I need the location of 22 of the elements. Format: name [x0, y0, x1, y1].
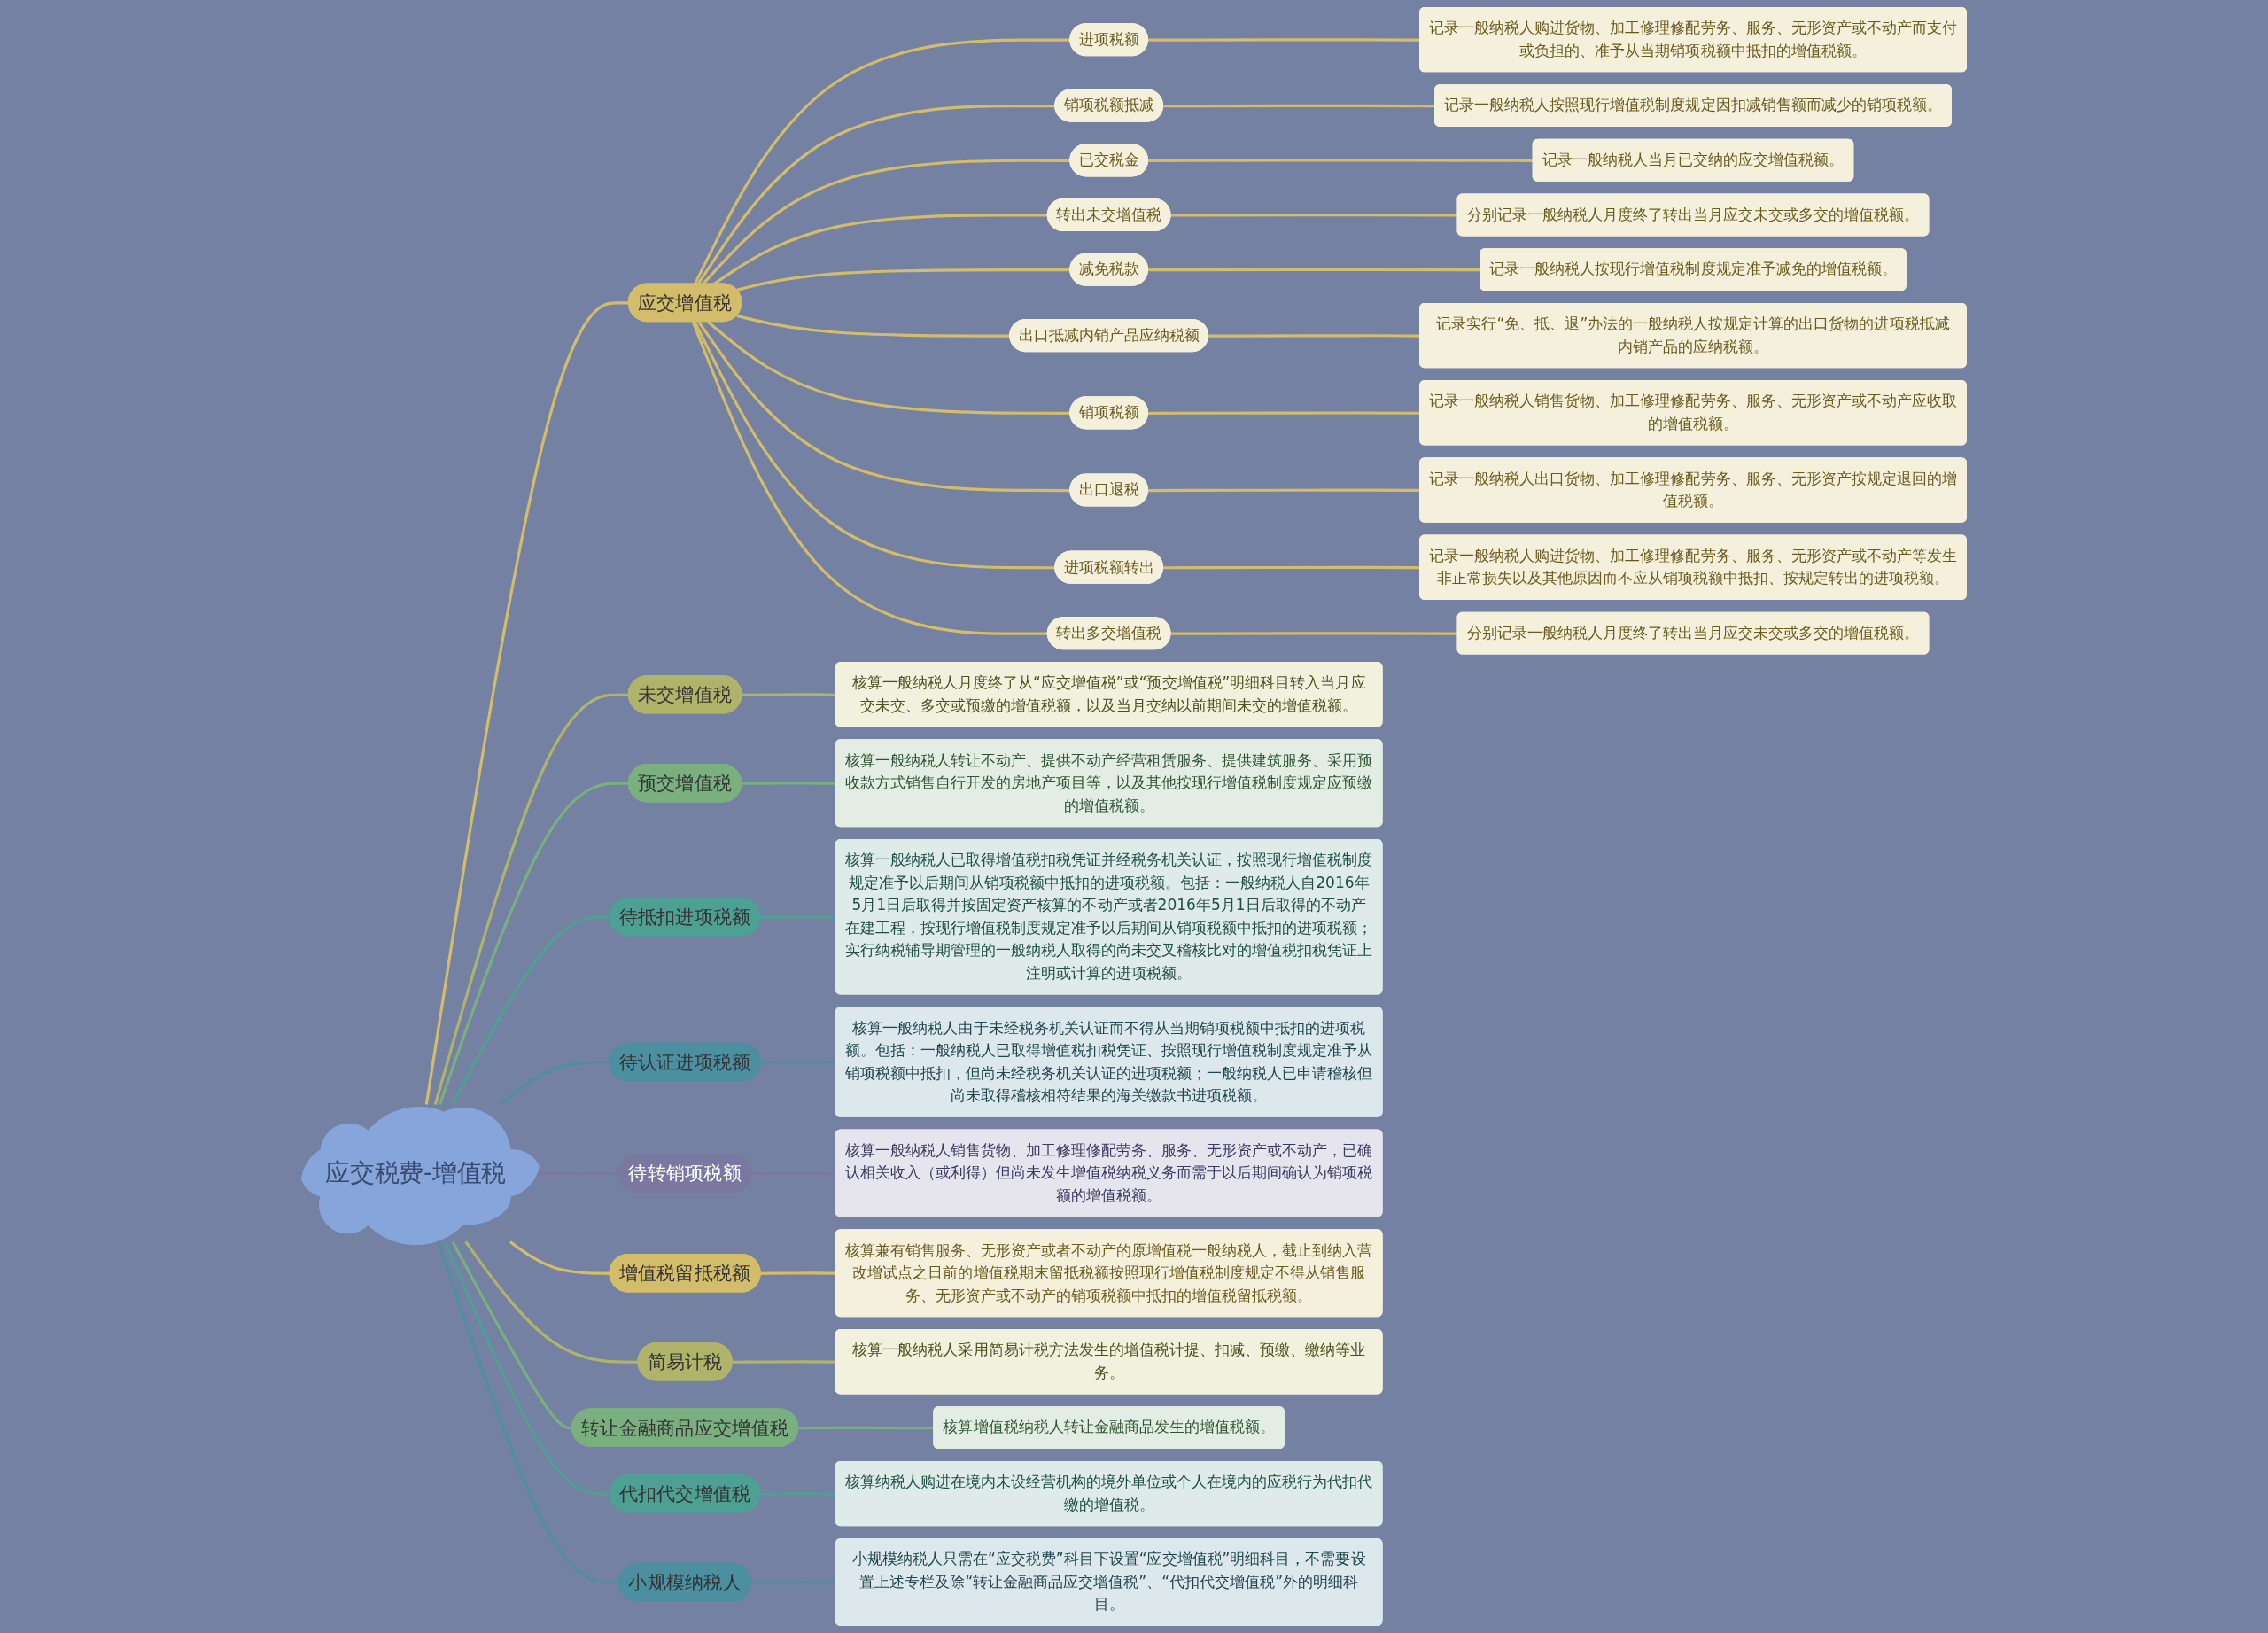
connector — [433, 693, 629, 1105]
connector — [464, 1240, 639, 1364]
connector — [732, 1360, 836, 1364]
connector — [424, 301, 629, 1105]
connector — [691, 321, 1048, 635]
connector — [1170, 214, 1458, 217]
connector — [760, 1492, 836, 1496]
connector — [1148, 159, 1534, 162]
connector — [443, 1240, 610, 1496]
connector — [1170, 632, 1458, 635]
connector — [760, 1271, 836, 1275]
connector — [742, 693, 836, 696]
connector — [438, 782, 629, 1106]
connector — [712, 214, 1048, 285]
connector — [742, 782, 836, 785]
connector — [760, 1061, 836, 1064]
connector — [509, 1240, 610, 1275]
connector — [751, 1581, 836, 1584]
connector — [760, 915, 836, 919]
connector — [751, 1171, 836, 1176]
connector — [451, 915, 610, 1106]
connector — [499, 1061, 610, 1106]
